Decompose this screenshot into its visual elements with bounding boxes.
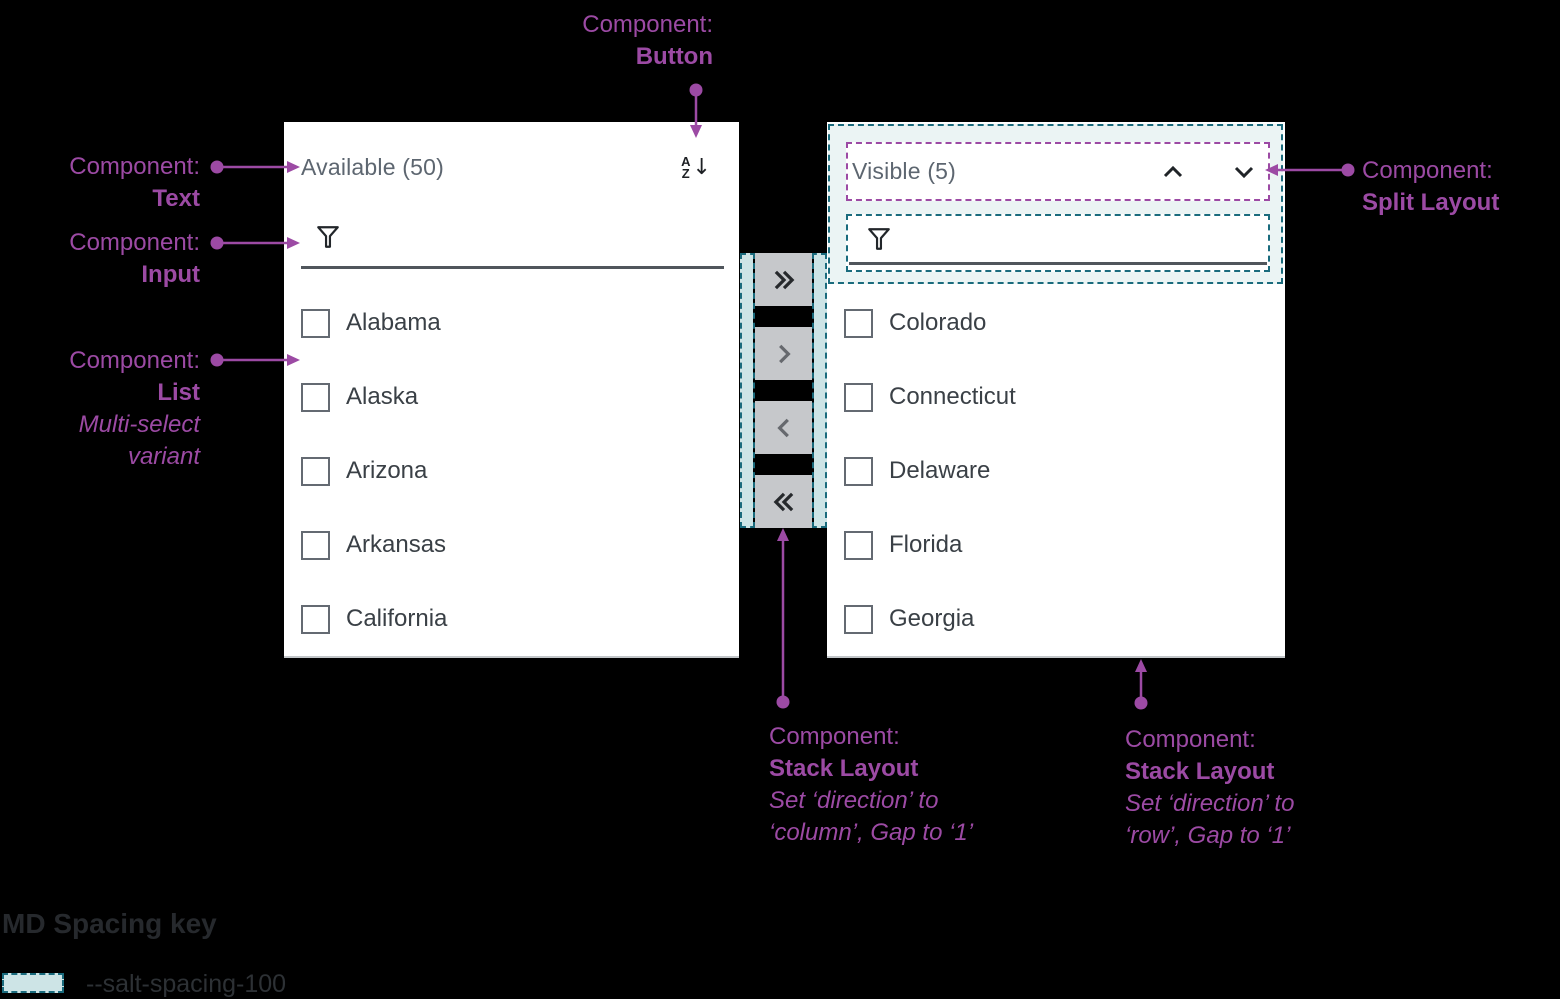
spacing-key-title: MD Spacing key: [2, 908, 217, 939]
checkbox[interactable]: [844, 530, 873, 560]
checkbox[interactable]: [844, 308, 873, 338]
list-item[interactable]: Alabama: [284, 286, 739, 360]
available-panel-title: Available (50): [301, 154, 445, 180]
sort-descending-arrow-icon: ↓: [692, 155, 711, 180]
checkbox[interactable]: [301, 382, 330, 412]
list-item[interactable]: Arkansas: [284, 508, 739, 582]
list-item[interactable]: Arizona: [284, 434, 739, 508]
list-item[interactable]: California: [284, 582, 739, 656]
move-all-right-button[interactable]: [755, 253, 812, 306]
move-up-button[interactable]: [1151, 152, 1195, 192]
available-list: Alabama Alaska Arizona Arkansas Californ…: [284, 286, 739, 656]
checkbox[interactable]: [301, 530, 330, 560]
available-panel: Available (50) A Z ↓ Alabama Alaska Ariz…: [284, 122, 739, 658]
item-label: California: [346, 605, 448, 632]
sort-button[interactable]: A Z ↓: [674, 148, 718, 188]
move-all-left-button[interactable]: [755, 475, 812, 528]
item-label: Alaska: [346, 383, 419, 410]
checkbox[interactable]: [844, 604, 873, 634]
filter-funnel-icon: [315, 224, 341, 250]
double-chevron-left-icon: [770, 489, 798, 515]
chevron-right-icon: [770, 341, 798, 367]
visible-filter-input[interactable]: [846, 214, 1270, 272]
filter-funnel-icon: [866, 226, 892, 252]
annotation-arrow-split-layout: [1265, 163, 1355, 177]
checkbox[interactable]: [301, 604, 330, 634]
move-right-button[interactable]: [755, 327, 812, 380]
az-sort-icon: A Z: [681, 154, 691, 181]
item-label: Colorado: [889, 309, 987, 336]
annotation-arrow-stack-row: [1134, 659, 1148, 710]
item-label: Alabama: [346, 309, 441, 336]
checkbox[interactable]: [301, 456, 330, 486]
move-left-button[interactable]: [755, 401, 812, 454]
item-label: Arizona: [346, 457, 428, 484]
checkbox[interactable]: [844, 382, 873, 412]
annotation-arrow-list: [210, 353, 300, 367]
annotation-input: Component: Input: [69, 229, 200, 288]
chevron-left-icon: [770, 415, 798, 441]
list-item[interactable]: Colorado: [827, 286, 1285, 360]
spacing-key-swatch: [2, 973, 64, 993]
transfer-button-stack: [753, 253, 814, 528]
annotation-button: Component: Button: [582, 11, 713, 70]
checkbox[interactable]: [844, 456, 873, 486]
chevron-down-icon: [1230, 160, 1258, 184]
list-item[interactable]: Alaska: [284, 360, 739, 434]
item-label: Connecticut: [889, 383, 1016, 410]
spacing-key-token: --salt-spacing-100: [86, 970, 287, 998]
annotation-arrow-input: [210, 236, 300, 250]
annotation-stack-layout-column: Component: Stack Layout Set ‘direction’ …: [769, 723, 974, 846]
spacing-highlight-stack: [740, 253, 827, 528]
chevron-up-icon: [1159, 160, 1187, 184]
annotation-stack-layout-row: Component: Stack Layout Set ‘direction’ …: [1125, 726, 1295, 849]
available-filter-input[interactable]: [301, 216, 724, 269]
annotation-split-layout: Component: Split Layout: [1362, 157, 1500, 216]
list-item[interactable]: Delaware: [827, 434, 1285, 508]
visible-panel-title: Visible (5): [852, 158, 957, 184]
visible-list: Colorado Connecticut Delaware Florida Ge…: [827, 286, 1285, 656]
item-label: Delaware: [889, 457, 991, 484]
list-item[interactable]: Georgia: [827, 582, 1285, 656]
item-label: Arkansas: [346, 531, 447, 558]
checkbox[interactable]: [301, 308, 330, 338]
list-item[interactable]: Connecticut: [827, 360, 1285, 434]
annotation-arrow-button: [689, 83, 703, 138]
annotation-arrow-stack-column: [776, 528, 790, 709]
annotation-arrow-text: [210, 160, 300, 174]
visible-panel: Visible (5): [827, 122, 1285, 658]
annotation-list: Component: List Multi-select variant: [69, 347, 200, 470]
item-label: Florida: [889, 531, 963, 558]
move-down-button[interactable]: [1222, 152, 1266, 192]
input-underline: [849, 262, 1267, 265]
double-chevron-right-icon: [770, 267, 798, 293]
item-label: Georgia: [889, 605, 975, 632]
annotation-text: Component: Text: [69, 153, 200, 212]
spacing-highlight-split: Visible (5): [828, 124, 1283, 284]
list-item[interactable]: Florida: [827, 508, 1285, 582]
split-layout-highlight: Visible (5): [846, 142, 1270, 201]
